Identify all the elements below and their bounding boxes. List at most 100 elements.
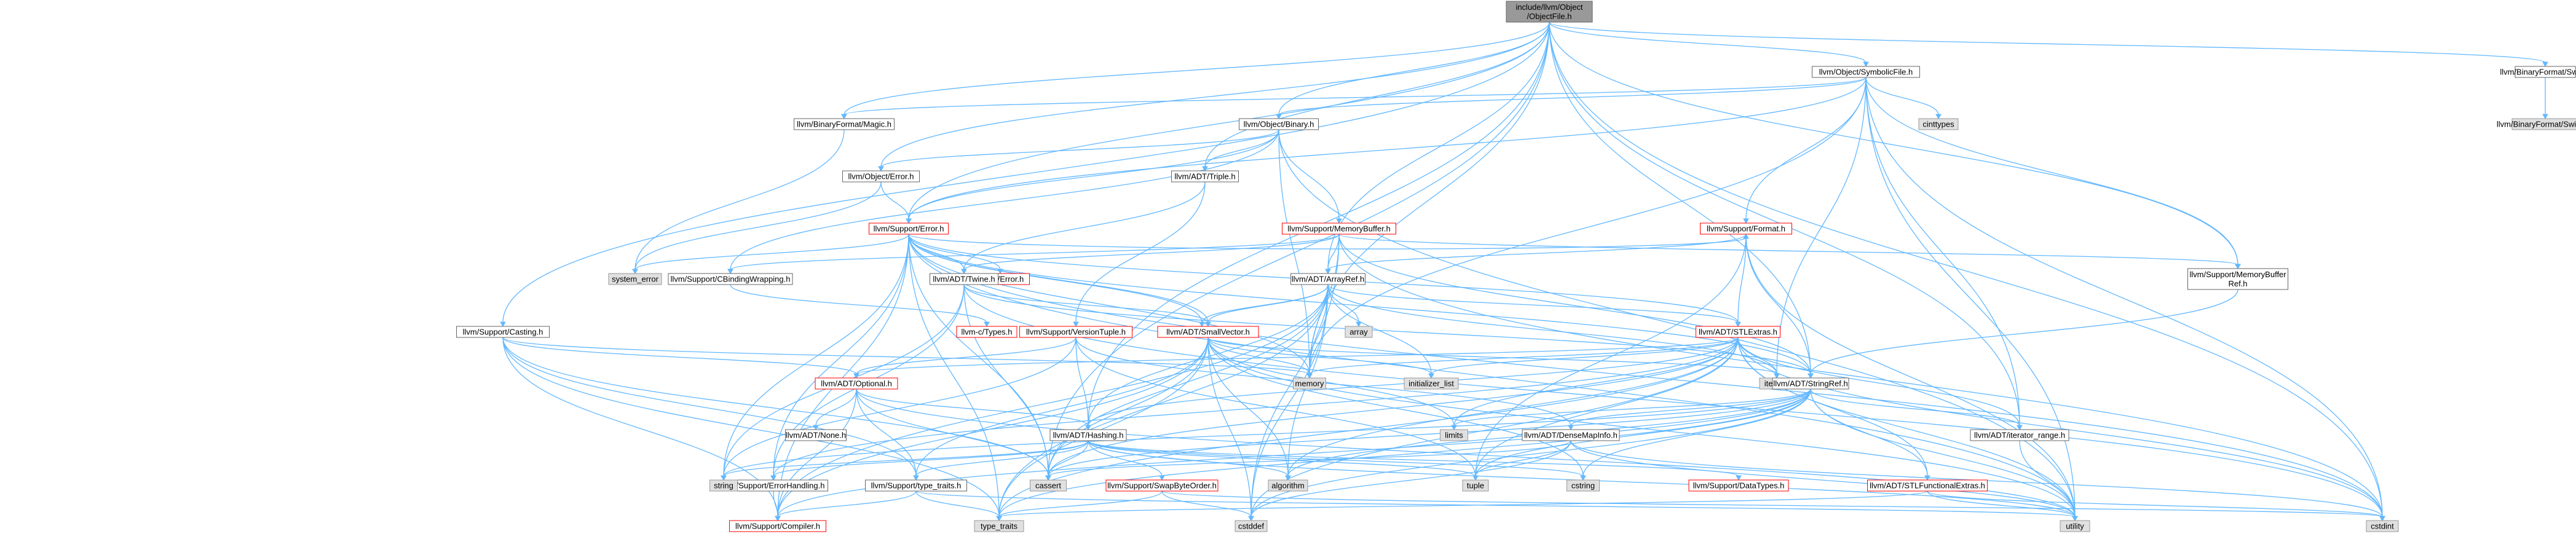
node-box bbox=[1268, 479, 1308, 492]
dependency-edge bbox=[1088, 440, 1163, 477]
node-errhandling[interactable]: llvm/Support/ErrorHandling.h bbox=[719, 479, 828, 492]
dependency-edge bbox=[1453, 388, 1811, 427]
node-datatypes[interactable]: llvm/Support/DataTypes.h bbox=[1688, 479, 1789, 492]
dependency-edge bbox=[777, 234, 909, 517]
node-objerror[interactable]: llvm/Object/Error.h bbox=[842, 170, 920, 183]
node-casting[interactable]: llvm/Support/Casting.h bbox=[456, 326, 550, 338]
dependency-edge bbox=[1737, 234, 1747, 323]
node-box bbox=[1235, 520, 1268, 532]
node-initlist[interactable]: initializer_list bbox=[1404, 377, 1459, 390]
node-algorithm[interactable]: algorithm bbox=[1268, 479, 1308, 492]
node-label: limits bbox=[1445, 431, 1463, 440]
dependency-edge bbox=[1088, 440, 1584, 477]
node-swapbyteorder[interactable]: llvm/Support/SwapByteOrder.h bbox=[1105, 479, 1219, 492]
node-string[interactable]: string bbox=[709, 479, 738, 492]
node-label: llvm/ADT/None.h bbox=[786, 431, 846, 440]
dependency-edge bbox=[998, 490, 1163, 517]
node-typetraits[interactable]: llvm/Support/type_traits.h bbox=[865, 479, 967, 492]
dependency-edge bbox=[502, 337, 1000, 517]
node-hashing[interactable]: llvm/ADT/Hashing.h bbox=[1049, 429, 1127, 441]
node-magic[interactable]: llvm/BinaryFormat/Magic.h bbox=[794, 118, 895, 130]
node-swiftdef[interactable]: llvm/BinaryFormat/Swift.def bbox=[2497, 118, 2576, 130]
node-ctypes[interactable]: llvm-c/Types.h bbox=[956, 326, 1017, 338]
node-typetraitsstd[interactable]: type_traits bbox=[974, 520, 1024, 532]
dependency-edge bbox=[1048, 440, 1089, 477]
dependency-edge bbox=[634, 181, 882, 270]
node-cassert[interactable]: cassert bbox=[1030, 479, 1067, 492]
dependency-edge bbox=[1737, 337, 2020, 427]
dependency-edge bbox=[777, 490, 917, 517]
node-optional[interactable]: llvm/ADT/Optional.h bbox=[815, 377, 898, 390]
dependency-edge bbox=[908, 129, 1279, 220]
node-tuple[interactable]: tuple bbox=[1462, 479, 1489, 492]
node-none[interactable]: llvm/ADT/None.h bbox=[785, 429, 847, 441]
node-box bbox=[1462, 479, 1489, 492]
node-swift[interactable]: llvm/BinaryFormat/Swift.h bbox=[2500, 66, 2576, 78]
node-systemerror[interactable]: system_error bbox=[608, 273, 662, 285]
dependency-edge bbox=[502, 337, 857, 375]
dependency-edge bbox=[634, 234, 909, 270]
node-box bbox=[1867, 479, 1988, 492]
node-stringref[interactable]: llvm/ADT/StringRef.h bbox=[1772, 377, 1849, 390]
dependency-edge bbox=[1075, 181, 1206, 323]
node-box bbox=[1772, 377, 1849, 390]
node-label: llvm/Support/MemoryBuffer.h bbox=[1287, 224, 1390, 234]
node-versiontuple[interactable]: llvm/Support/VersionTuple.h bbox=[1019, 326, 1132, 338]
node-stlfunc[interactable]: llvm/ADT/STLFunctionalExtras.h bbox=[1867, 479, 1988, 492]
node-smallvector[interactable]: llvm/ADT/SmallVector.h bbox=[1157, 326, 1259, 338]
edge-arrowhead bbox=[2017, 425, 2023, 431]
dependency-edge bbox=[502, 337, 1310, 375]
node-box bbox=[668, 273, 793, 285]
dependency-edge bbox=[1865, 77, 2076, 517]
node-label: llvm/Object/Error.h bbox=[848, 172, 914, 181]
node-arrayref[interactable]: llvm/ADT/ArrayRef.h bbox=[1290, 273, 1365, 285]
edge-arrowhead bbox=[1808, 373, 1814, 379]
edge-arrowhead bbox=[1580, 475, 1586, 481]
dependency-edge bbox=[777, 388, 1811, 517]
dependency-edge bbox=[1207, 337, 1252, 517]
node-cinttypes[interactable]: cinttypes bbox=[1918, 118, 1959, 130]
node-utility[interactable]: utility bbox=[2060, 520, 2090, 532]
node-densemapinfo[interactable]: llvm/ADT/DenseMapInfo.h bbox=[1522, 429, 1620, 441]
dependency-edge bbox=[908, 234, 1203, 323]
node-box bbox=[1171, 170, 1239, 183]
edge-arrowhead bbox=[1428, 373, 1434, 379]
edge-arrowhead bbox=[1285, 475, 1291, 481]
node-triple[interactable]: llvm/ADT/Triple.h bbox=[1171, 170, 1239, 183]
node-box bbox=[608, 273, 662, 285]
node-iterrange[interactable]: llvm/ADT/iterator_range.h bbox=[1970, 429, 2069, 441]
node-supporterror[interactable]: llvm/Support/Error.h bbox=[869, 222, 949, 235]
edge-arrowhead bbox=[2542, 61, 2548, 68]
node-membuf[interactable]: llvm/Support/MemoryBuffer.h bbox=[1282, 222, 1396, 235]
node-label: llvm/Object/Binary.h bbox=[1244, 120, 1314, 129]
node-twine[interactable]: llvm/ADT/Twine.h bbox=[930, 273, 998, 285]
dependency-edge bbox=[1204, 22, 1550, 168]
node-root[interactable]: include/llvm/Object/ObjectFile.h bbox=[1506, 1, 1593, 23]
node-compiler[interactable]: llvm/Support/Compiler.h bbox=[729, 520, 826, 532]
node-box bbox=[785, 429, 847, 441]
node-stlextras[interactable]: llvm/ADT/STLExtras.h bbox=[1696, 326, 1780, 338]
node-cstdint[interactable]: cstdint bbox=[2366, 520, 2399, 532]
node-array[interactable]: array bbox=[1345, 326, 1373, 338]
edge-arrowhead bbox=[1736, 475, 1742, 481]
node-label: cinttypes bbox=[1922, 120, 1954, 129]
node-cbinding[interactable]: llvm/Support/CBindingWrapping.h bbox=[668, 273, 793, 285]
node-memory[interactable]: memory bbox=[1293, 377, 1326, 390]
dependency-edge bbox=[1810, 388, 2076, 517]
node-symbolic[interactable]: llvm/Object/SymbolicFile.h bbox=[1812, 66, 1920, 78]
node-box bbox=[865, 479, 967, 492]
node-limits[interactable]: limits bbox=[1440, 429, 1468, 441]
dependency-edge bbox=[1075, 337, 1089, 427]
node-cstring[interactable]: cstring bbox=[1567, 479, 1600, 492]
node-box bbox=[1522, 429, 1620, 441]
node-label: llvm/BinaryFormat/Swift.h bbox=[2500, 68, 2576, 77]
node-box bbox=[2511, 118, 2576, 130]
node-cstddef[interactable]: cstddef bbox=[1235, 520, 1268, 532]
dependency-edge bbox=[730, 284, 987, 323]
node-label: llvm/ADT/STLFunctionalExtras.h bbox=[1870, 481, 1985, 490]
node-label: llvm/Support/CBindingWrapping.h bbox=[671, 275, 791, 284]
node-binary[interactable]: llvm/Object/Binary.h bbox=[1239, 118, 1319, 130]
node-format[interactable]: llvm/Support/Format.h bbox=[1700, 222, 1792, 235]
